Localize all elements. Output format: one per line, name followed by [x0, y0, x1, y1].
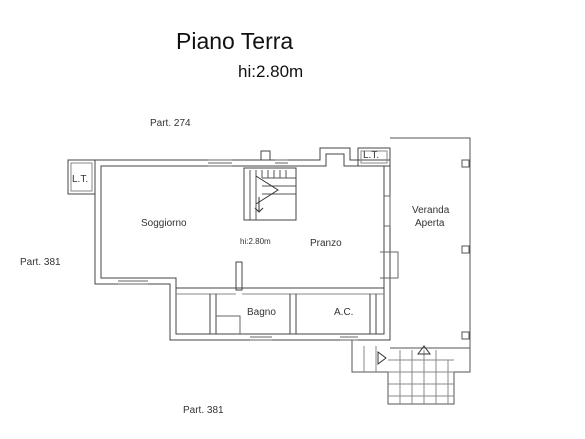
ceiling-height: hi:2.80m: [238, 62, 304, 81]
entrance-steps: [351, 340, 471, 405]
room-label-pranzo: Pranzo: [310, 238, 342, 249]
partition-walls: [235, 261, 243, 291]
parcel-label-top: Part. 274: [150, 118, 191, 129]
window-bottom-left: [118, 280, 148, 285]
room-label-veranda: Veranda: [412, 205, 450, 216]
room-label-ac: A.C.: [334, 307, 354, 318]
room-height-label: hi:2.80m: [240, 237, 271, 246]
plan-title: Piano Terra: [176, 28, 294, 54]
door-right: [384, 195, 391, 227]
window-bottom-bagno: [250, 336, 272, 341]
lt-box-right: [357, 147, 391, 167]
parcel-label-bottom: Part. 381: [183, 405, 224, 416]
window-bottom-ac: [340, 336, 358, 341]
room-label-soggiorno: Soggiorno: [141, 218, 187, 229]
lt-box-left: [67, 159, 96, 195]
lt-label-right: L.T.: [363, 150, 380, 161]
veranda-outline: [390, 137, 471, 349]
stairs-arrow: [254, 197, 264, 213]
stairs-steps: [249, 170, 296, 220]
lt-label-left: L.T.: [72, 174, 89, 185]
room-label-aperta: Aperta: [415, 218, 445, 229]
window-top-right: [275, 159, 288, 164]
chimney: [260, 150, 271, 161]
entrance-arrow-left: [377, 351, 387, 365]
entrance-arrow-up: [417, 345, 431, 355]
window-top: [208, 159, 232, 167]
parcel-label-left: Part. 381: [20, 257, 61, 268]
room-label-bagno: Bagno: [247, 307, 276, 318]
